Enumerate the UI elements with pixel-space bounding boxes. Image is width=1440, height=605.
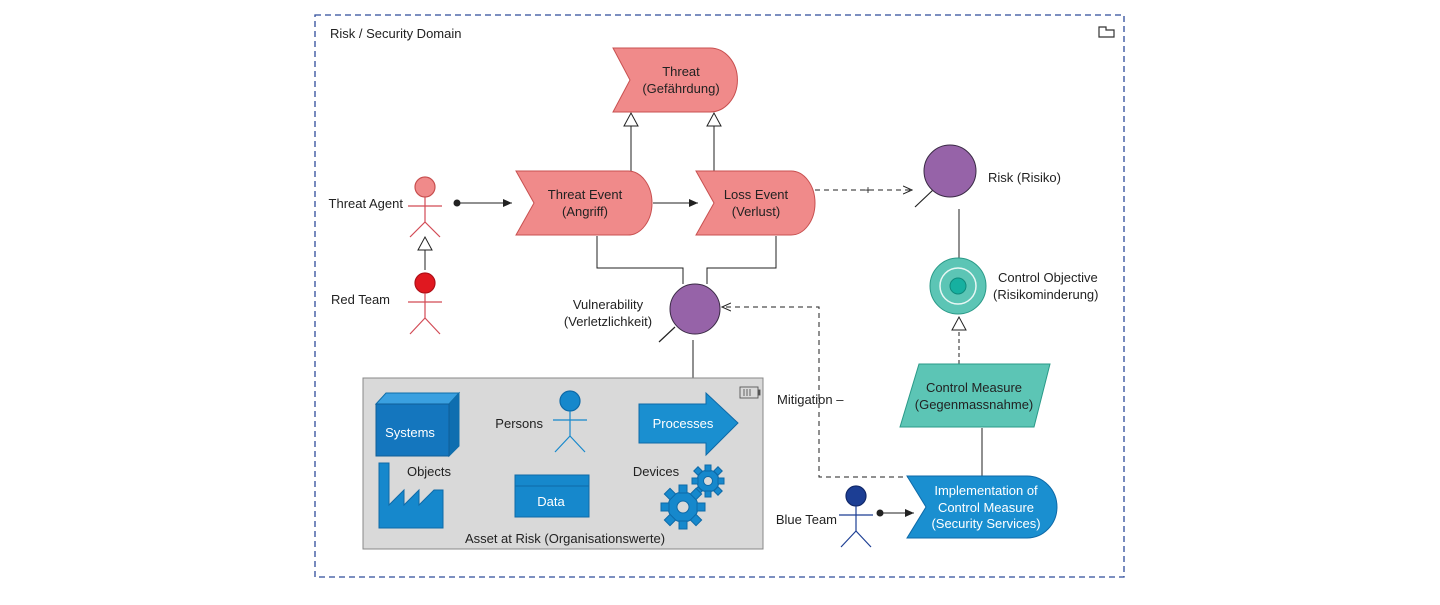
threat-agent-label: Threat Agent [329,196,404,211]
data-node[interactable]: Data [514,474,590,518]
systems-label: Systems [385,425,435,440]
processes-node[interactable]: Processes [638,391,739,457]
red-team-label: Red Team [331,292,390,307]
mitigation-label: Mitigation – [777,392,844,407]
red-team-actor[interactable] [408,272,442,335]
edge-threat-event-to-vulnerability [596,236,684,284]
risk-node[interactable]: Risk (Risiko) [914,144,1061,208]
group-folder-icon [1098,26,1115,38]
edge-loss-event-to-vulnerability [706,236,777,284]
threat-label-2: (Gefährdung) [642,81,719,96]
domain-title: Risk / Security Domain [330,26,461,41]
blue-team-actor[interactable] [839,485,873,548]
processes-label: Processes [653,416,714,431]
battery-icon [739,386,761,399]
systems-node[interactable]: Systems [374,391,461,458]
realization-arrow [951,315,967,331]
implementation-label-2: Control Measure [938,500,1034,515]
generalization-arrow [417,235,433,251]
control-measure-label-1: Control Measure [926,380,1022,395]
asset-at-risk-group[interactable]: Asset at Risk (Organisationswerte) Syste… [362,377,764,550]
vulnerability-label-1: Vulnerability [573,297,644,312]
persons-actor[interactable] [553,390,587,453]
loss-event-node[interactable]: Loss Event (Verlust) [695,170,816,236]
threat-node[interactable]: Threat (Gefährdung) [612,47,738,113]
domain-frame [314,14,1125,578]
loss-event-label-1: Loss Event [724,187,789,202]
control-measure-label-2: (Gegenmassnahme) [915,397,1034,412]
devices-label: Devices [633,464,680,479]
threat-event-node[interactable]: Threat Event (Angriff) [515,170,653,236]
threat-event-label-1: Threat Event [548,187,623,202]
threat-label-1: Threat [662,64,700,79]
generalization-arrow [623,111,639,127]
objects-factory-icon[interactable] [378,462,444,529]
threat-agent-actor[interactable] [408,176,442,238]
devices-gears-icon[interactable] [660,464,725,530]
vulnerability-node[interactable] [658,283,721,343]
threat-event-label-2: (Angriff) [562,204,608,219]
generalization-arrow [706,111,722,127]
data-label: Data [537,494,565,509]
loss-event-label-2: (Verlust) [732,204,780,219]
edge-mitigation [722,307,912,478]
implementation-label-1: Implementation of [934,483,1038,498]
asset-label: Asset at Risk (Organisationswerte) [465,531,665,546]
control-objective-node[interactable] [929,257,987,315]
objects-label: Objects [407,464,452,479]
blue-team-label: Blue Team [776,512,837,527]
implementation-node[interactable]: Implementation of Control Measure (Secur… [906,475,1058,539]
persons-label: Persons [495,416,543,431]
risk-label: Risk (Risiko) [988,170,1061,185]
influence-plus: + [864,183,871,197]
control-objective-label-1: Control Objective [998,270,1098,285]
control-measure-node[interactable]: Control Measure (Gegenmassnahme) [899,363,1051,428]
implementation-label-3: (Security Services) [931,516,1040,531]
vulnerability-label-2: (Verletzlichkeit) [564,314,652,329]
control-objective-label-2: (Risikominderung) [993,287,1098,302]
